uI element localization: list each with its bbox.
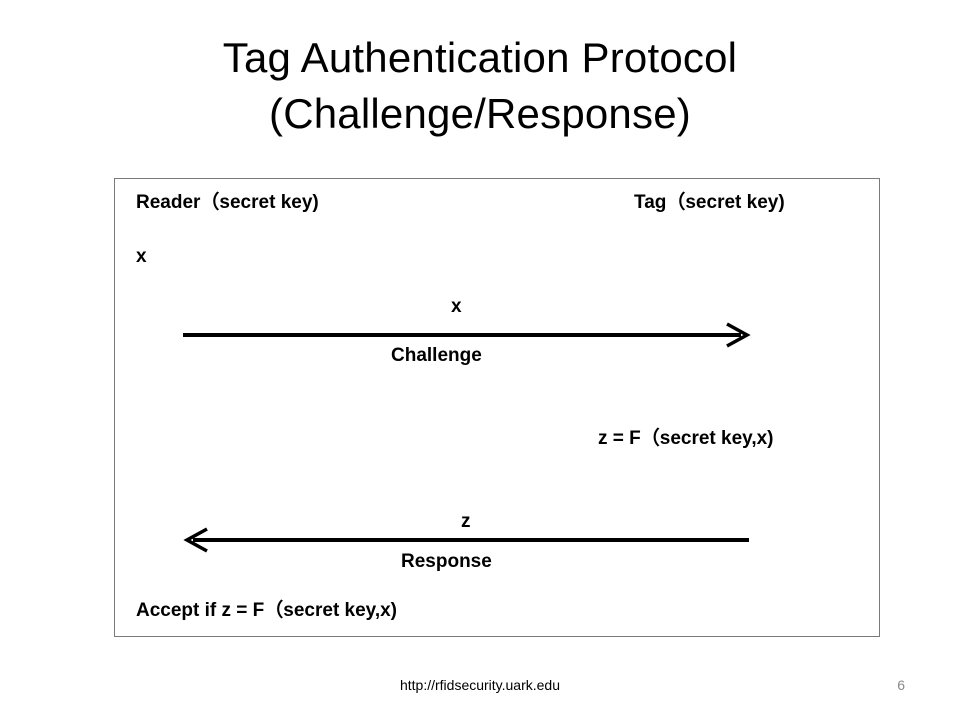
reader-x-label: x [136,246,147,267]
reader-label: Reader（secret key) [136,192,319,213]
slide-title: Tag Authentication Protocol (Challenge/R… [0,30,960,142]
challenge-arrow [183,322,751,348]
title-line-2: (Challenge/Response) [269,90,691,137]
tag-label: Tag（secret key) [634,192,785,213]
response-label: Response [401,551,492,572]
challenge-value: x [451,296,462,317]
message-arrows [183,322,751,553]
response-value: z [461,511,471,532]
accept-condition-label: Accept if z = F（secret key,x) [136,600,398,621]
challenge-label: Challenge [391,345,482,366]
page-number: 6 [897,677,905,693]
tag-compute-label: z = F（secret key,x) [598,428,774,449]
response-arrow [183,527,749,553]
protocol-diagram: Reader（secret key) Tag（secret key) x x C… [114,178,880,637]
footer-url: http://rfidsecurity.uark.edu [399,677,561,693]
title-line-1: Tag Authentication Protocol [222,34,738,81]
